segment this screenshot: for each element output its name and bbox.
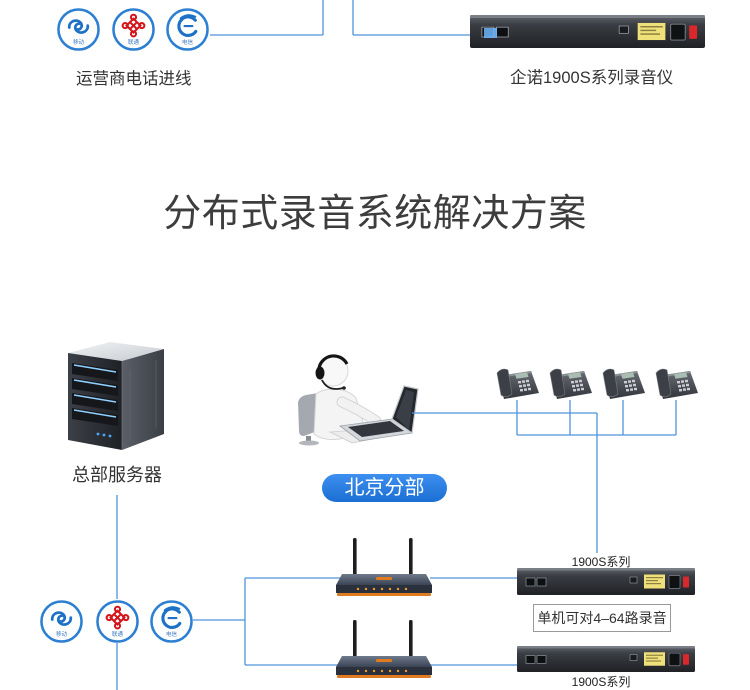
branch-connectors [412,400,677,553]
carrier-logo-label: 电信 [166,630,178,638]
hq-server-caption: 总部服务器 [72,465,162,485]
carrier-logo-label: 移动 [73,38,85,46]
server-tower-icon [68,342,164,450]
carrier-logo-label: 移动 [56,630,68,638]
desk-phone-icon [549,368,593,400]
wireless-router-icon [336,620,432,678]
server-drive-bays [72,363,118,426]
recorder-lower-label: 1900S系列 [571,675,631,689]
recorder-upper-label: 1900S系列 [571,555,631,569]
carrier-logo-label: 联通 [112,630,124,638]
recorder-caption: 企诺1900S系列录音仪 [510,69,674,87]
desk-phone-icon [496,368,540,400]
capacity-note: 单机可对4–64路录音 [533,604,671,632]
laptop-icon [338,385,419,442]
carrier-logo-label: 电信 [182,38,194,46]
rack-recorder-icon [470,15,705,48]
rack-recorder-icon [517,568,695,595]
wireless-router-icon [336,538,432,596]
top-carrier-logos: 移动 联通 电信 [57,8,209,51]
router-connectors [193,577,517,666]
page-title: 分布式录音系统解决方案 [163,193,587,235]
top-connectors [210,0,484,36]
carrier-logo-label: 联通 [128,38,140,46]
top-recorder-device [470,15,705,48]
desk-phones [496,368,699,400]
branch-badge: 北京分部 [322,474,447,502]
carrier-lines-caption: 运营商电话进线 [76,70,192,88]
agent-with-headset-icon [298,354,419,446]
desk-phone-icon [655,368,699,400]
desk-phone-icon [602,368,646,400]
rack-recorder-icon [517,646,695,672]
headset-icon [317,354,349,369]
port-led-icon [484,28,497,38]
bottom-carrier-logos: 移动 联通 电信 [40,600,193,643]
